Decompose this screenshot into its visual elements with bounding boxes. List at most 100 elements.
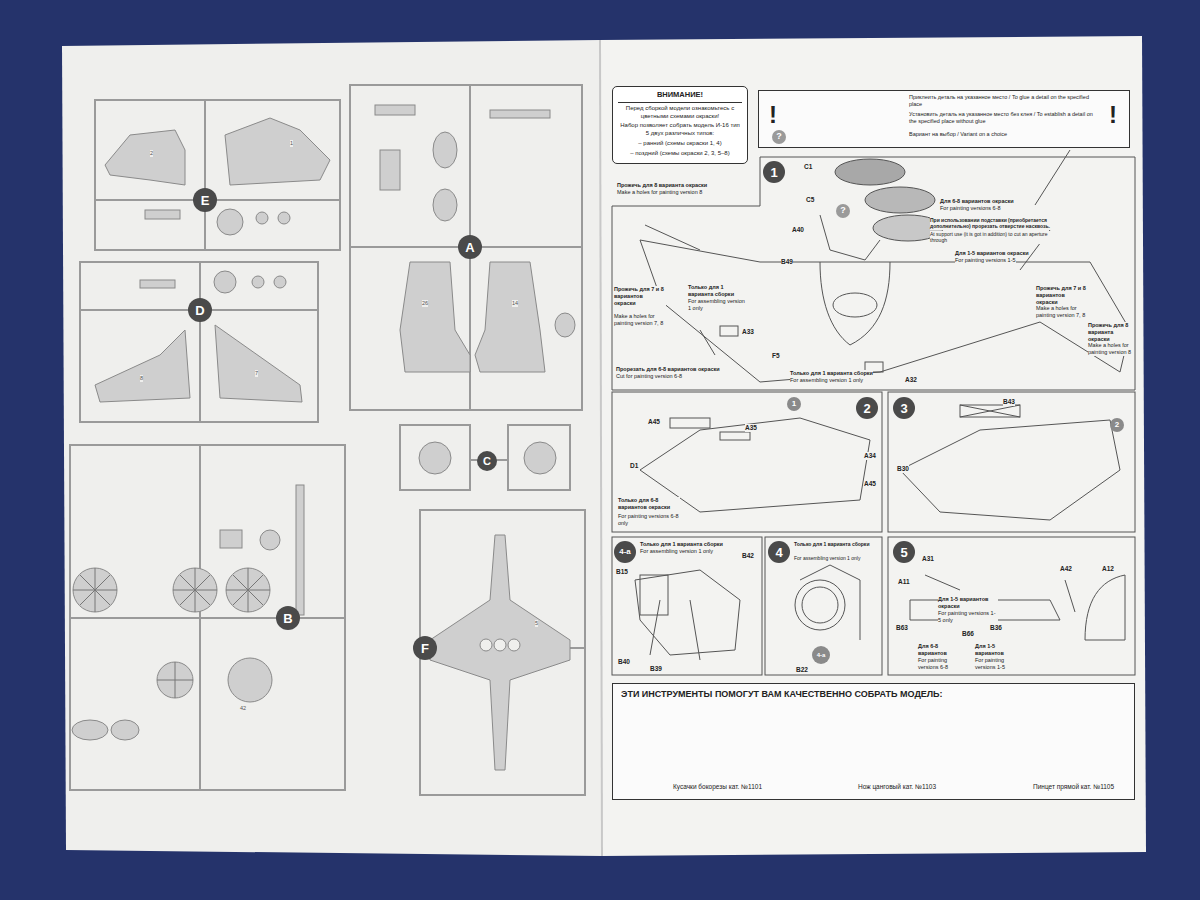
warning-heading: ВНИМАНИЕ! [618, 90, 742, 103]
assembly-note: For assembling version 1 only [640, 548, 713, 555]
node-text: 1 [770, 166, 777, 179]
step-number: 1 [763, 161, 785, 183]
part-callout: F5 [772, 352, 780, 360]
part-callout: B49 [781, 258, 793, 266]
assembly-note: Для 1-5 вариантов окраски [955, 250, 1029, 257]
node-text: F [421, 642, 429, 655]
assembly-note: Прожечь для 7 и 8 вариантов окраски [1036, 285, 1088, 306]
part-callout: B66 [962, 630, 974, 638]
node-text: C [483, 456, 491, 467]
part-callout: A33 [742, 328, 754, 336]
node-text: 2 [1115, 421, 1119, 429]
part-callout: B43 [1003, 398, 1015, 406]
node-text: ЭТИ ИНСТРУМЕНТЫ ПОМОГУТ ВАМ КАЧЕСТВЕННО … [621, 690, 943, 699]
step-number: 5 [893, 541, 915, 563]
part-callout: B36 [990, 624, 1002, 632]
node-text: Кусачки бокорезы кат. №1101 [673, 784, 762, 791]
assembly-note: Make a holes for painting version 7, 8 [614, 313, 666, 327]
part-number: 8 [140, 375, 143, 382]
step-drawings [635, 150, 1130, 660]
assembly-note: For painting versions 1-5 only [938, 610, 998, 624]
assembly-note: For painting versions 1-5 [955, 257, 1016, 264]
part-callout: B30 [897, 465, 909, 473]
part-callout: A45 [864, 480, 876, 488]
assembly-note: For painting versions 1-5 [975, 657, 1025, 671]
legend-entry: Установить деталь на указанное место без… [909, 111, 1101, 125]
step-number: 4 [768, 541, 790, 563]
engine-cylinders [73, 568, 270, 698]
sprue-frames [70, 85, 585, 795]
node-text: E [201, 194, 210, 207]
option-symbol: ? [772, 130, 786, 144]
assembly-note: Make a holes for painting version 8 [1088, 342, 1132, 356]
callout-number: 4-a [812, 646, 830, 664]
step-number: 4-a [614, 541, 636, 563]
node-text: 4-a [817, 652, 826, 658]
assembly-note: При использовании подставки (приобретает… [930, 217, 1065, 230]
node-text: Пинцет прямой кат. №1105 [1033, 784, 1114, 791]
symbol-legend-box: !! Приклеить деталь на указанное место / … [758, 90, 1130, 148]
part-number: 2 [150, 150, 153, 157]
callout-number: 1 [787, 397, 801, 411]
part-callout: A31 [922, 555, 934, 563]
legend-entry: Вариант на выбор / Variant on a choice [909, 131, 1101, 138]
part-number: 7 [255, 370, 258, 377]
part-number: 42 [240, 705, 246, 712]
assembly-note: Make a holes for painting version 7, 8 [1036, 305, 1088, 319]
node-text: ! [769, 103, 777, 127]
assembly-note: Прожечь для 8 варианта окраски [1088, 322, 1132, 343]
warning-text: Набор позволяет собрать модель И-16 тип … [618, 122, 742, 138]
node-text: ! [1109, 103, 1117, 127]
sprue-letter: B [276, 606, 300, 630]
assembly-note: Только для 1 варианта сборки [688, 284, 748, 298]
part-callout: A45 [648, 418, 660, 426]
assembly-note: Make a holes for painting version 8 [617, 189, 702, 196]
part-callout: A34 [864, 452, 876, 460]
part-callout: B15 [616, 568, 628, 576]
booklet-pages [62, 36, 1146, 856]
assembly-note: Для 1-5 вариантов окраски [938, 596, 998, 610]
assembly-note: Только для 6-8 вариантов окраски [618, 497, 680, 511]
legend-entry: Приклеить деталь на указанное место / To… [909, 94, 1101, 108]
assembly-note: For painting versions 6-8 only [618, 513, 680, 527]
part-callout: C1 [804, 163, 812, 171]
assembly-note: For painting versions 6-8 [918, 657, 966, 671]
node-text: 4 [775, 546, 782, 559]
part-callout: A40 [792, 226, 804, 234]
sprue-letter: D [188, 298, 212, 322]
node-text: 4-a [619, 548, 631, 556]
assembly-note: At support use (it is got in addition) t… [930, 231, 1065, 244]
part-number: 14 [512, 300, 518, 307]
assembly-note: Прорезать для 6-8 вариантов окраски [616, 366, 720, 373]
sprue-letter: C [477, 451, 497, 471]
part-callout: B42 [742, 552, 754, 560]
part-callout: B39 [650, 665, 662, 673]
part-callout: A42 [1060, 565, 1072, 573]
sprue-letter: F [413, 636, 437, 660]
node-text: B [283, 612, 292, 625]
warning-box: ВНИМАНИЕ! Перед сборкой модели ознакомьте… [612, 86, 748, 164]
option-symbol: ? [836, 204, 850, 218]
node-text: 2 [863, 402, 870, 415]
assembly-note: Только для 1 варианта сборки [640, 541, 723, 548]
sprue-holes [480, 639, 520, 651]
part-callout: D1 [630, 462, 638, 470]
node-text: 1 [792, 400, 796, 408]
step-number: 3 [893, 397, 915, 419]
node-text: 3 [900, 402, 907, 415]
part-number: 5 [535, 620, 538, 627]
warning-text: – поздний (схемы окраски 2, 3, 5–8) [618, 150, 742, 158]
assembly-note: Для 6-8 вариантов окраски [940, 198, 1014, 205]
callout-number: 2 [1110, 418, 1124, 432]
node-text: Нож цанговый кат. №1103 [858, 784, 936, 791]
warning-text: – ранний (схемы окраски 1, 4) [618, 140, 742, 148]
node-text: A [465, 241, 474, 254]
part-callout: B63 [896, 624, 908, 632]
warning-text: Перед сборкой модели ознакомьтесь с цвет… [618, 105, 742, 121]
part-number: 26 [422, 300, 428, 307]
sprue-letter: E [193, 188, 217, 212]
step-number: 2 [856, 397, 878, 419]
assembly-note: Прожечь для 7 и 8 вариантов окраски [614, 286, 666, 307]
part-callout: B40 [618, 658, 630, 666]
